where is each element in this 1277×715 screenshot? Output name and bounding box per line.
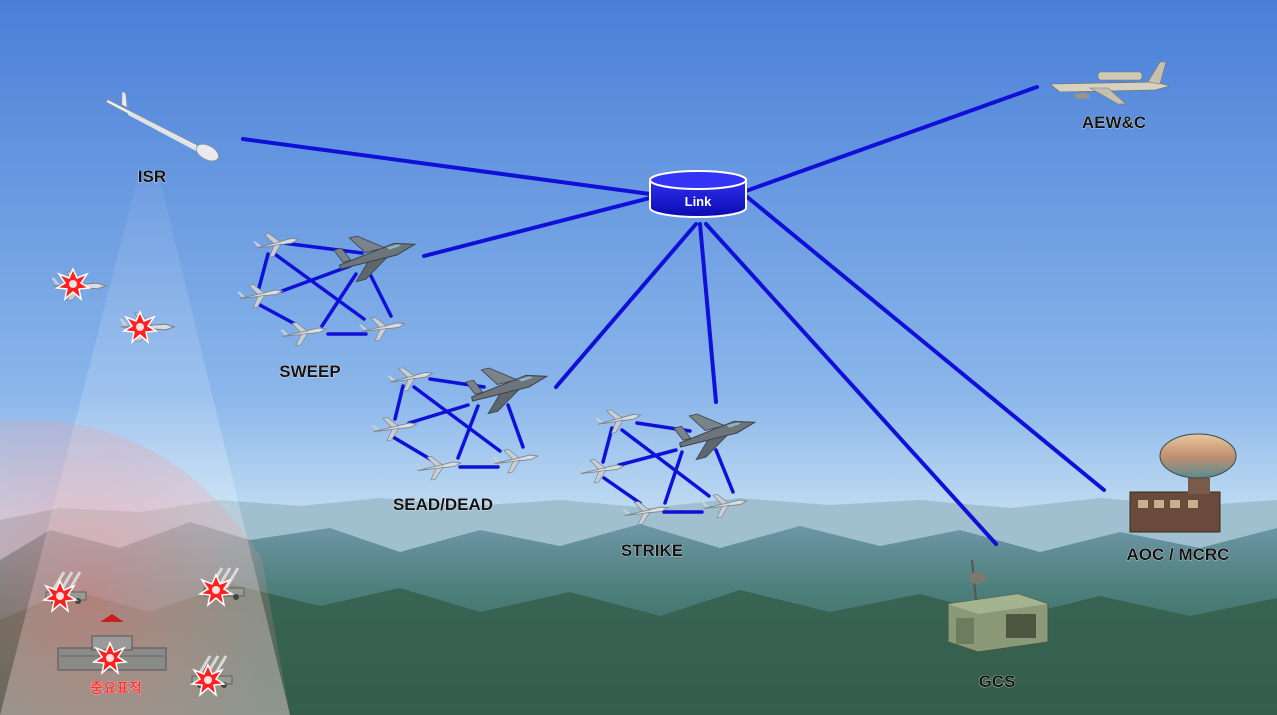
key-target-label: 중요표적 [90, 680, 142, 696]
aewc-label: AEW&C [1082, 113, 1146, 132]
aoc-label: AOC / MCRC [1127, 545, 1230, 564]
isr-drone-icon [105, 90, 221, 162]
hub-label: Link [685, 194, 712, 209]
sead-label: SEAD/DEAD [393, 495, 493, 514]
sweep-formation-links [256, 241, 393, 336]
link-strike [698, 222, 718, 404]
target-zone [0, 419, 290, 715]
link-aewc [744, 85, 1039, 193]
link-isr [241, 137, 652, 196]
link-lines [241, 85, 1106, 546]
link-hub: Link [649, 170, 747, 218]
strike-formation-links [601, 421, 735, 514]
link-sweep [422, 196, 652, 258]
gcs-station-icon [947, 559, 1049, 653]
link-sead [554, 222, 698, 389]
link-aoc [744, 194, 1106, 492]
aewc-aircraft-icon [1048, 61, 1172, 105]
isr-label: ISR [138, 167, 166, 186]
link-gcs [704, 222, 998, 546]
key-target-building [57, 614, 167, 674]
sweep-label: SWEEP [279, 362, 340, 381]
gcs-label: GCS [979, 672, 1016, 691]
strike-label: STRIKE [621, 541, 683, 560]
radar-site-icon [1129, 433, 1237, 533]
